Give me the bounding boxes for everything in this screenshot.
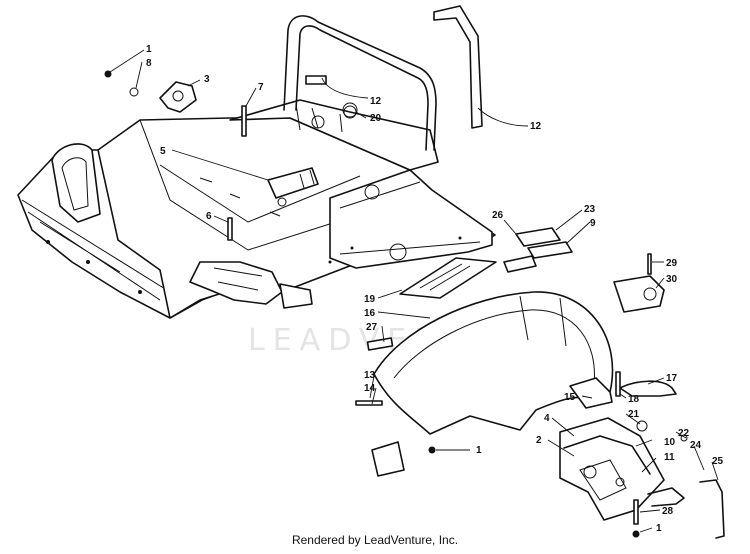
bolt-6 xyxy=(227,217,233,241)
callout-labels: 1 8 3 7 12 20 12 5 6 26 23 9 29 30 19 16… xyxy=(146,44,724,534)
callout-6: 6 xyxy=(206,211,212,222)
callout-2: 2 xyxy=(536,435,542,446)
nose-pan xyxy=(355,291,614,477)
callout-24: 24 xyxy=(690,440,702,451)
callout-14: 14 xyxy=(364,383,376,394)
callout-12-loop: 12 xyxy=(370,96,382,107)
callout-4: 4 xyxy=(544,413,550,424)
callout-16: 16 xyxy=(364,308,376,319)
callout-17: 17 xyxy=(666,373,678,384)
callout-29: 29 xyxy=(666,258,678,269)
callout-20: 20 xyxy=(370,113,382,124)
callout-26: 26 xyxy=(492,210,504,221)
pad-27 xyxy=(366,337,394,351)
callout-30: 30 xyxy=(666,274,678,285)
callout-9: 9 xyxy=(590,218,596,229)
screw-29 xyxy=(647,253,652,275)
callout-1-middle: 1 xyxy=(476,445,482,456)
callout-15: 15 xyxy=(564,392,576,403)
callout-12-handle: 12 xyxy=(530,121,542,132)
callout-27: 27 xyxy=(366,322,378,333)
callout-13: 13 xyxy=(364,370,376,381)
callout-1-top: 1 xyxy=(146,44,152,55)
footer-credit: Rendered by LeadVenture, Inc. xyxy=(291,533,459,547)
callout-28: 28 xyxy=(662,506,674,517)
callout-18: 18 xyxy=(628,394,640,405)
lower-assembly xyxy=(559,417,725,539)
callout-21: 21 xyxy=(628,409,640,420)
callout-7: 7 xyxy=(258,82,264,93)
latch-17 xyxy=(569,371,677,432)
rear-loop-bumper xyxy=(283,15,437,151)
upper-left-hardware xyxy=(104,70,358,241)
rear-handle-12 xyxy=(433,5,483,129)
bolt-7 xyxy=(241,105,247,137)
callout-23: 23 xyxy=(584,204,596,215)
callout-5: 5 xyxy=(160,146,166,157)
callout-1-bottom: 1 xyxy=(656,523,662,534)
callout-22: 22 xyxy=(678,428,690,439)
callout-11: 11 xyxy=(664,452,675,463)
callout-3: 3 xyxy=(204,74,210,85)
callout-10: 10 xyxy=(664,437,676,448)
leader-lines xyxy=(109,49,719,533)
bumper-pad xyxy=(305,75,327,85)
callout-8: 8 xyxy=(146,58,152,69)
bolt-13 xyxy=(355,400,383,406)
callout-19: 19 xyxy=(364,294,376,305)
chassis-frame xyxy=(17,99,496,319)
decals xyxy=(399,227,573,299)
bolt-28 xyxy=(633,499,639,525)
right-cylinder-30 xyxy=(613,253,665,313)
callout-25: 25 xyxy=(712,456,724,467)
bolt-18 xyxy=(615,371,621,397)
